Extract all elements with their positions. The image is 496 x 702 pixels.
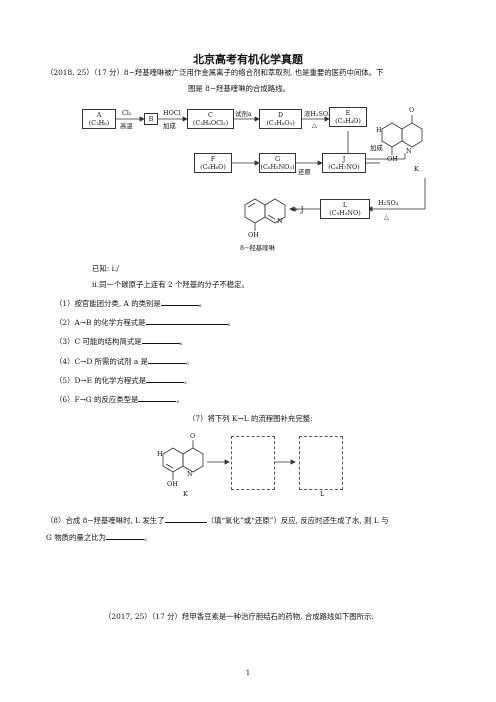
k-to-l-flow: O H OH N [155, 432, 345, 502]
k-structure-drawing [162, 440, 296, 480]
question-7: （7）将下列 K→L 的流程图补充完整: [188, 414, 313, 423]
k-flow-n-label: N [187, 470, 193, 478]
k-flow-o-label: O [190, 432, 196, 440]
product-n-label: N [277, 217, 283, 225]
cond-delta-2: △ [384, 213, 389, 221]
product-oh-label: OH [248, 231, 259, 239]
cond-cl2: Cl₂ [122, 109, 132, 117]
intro-line-2: 图是 8−羟基喹啉的合成路线。 [188, 84, 290, 93]
answer-blank-4[interactable] [148, 355, 187, 364]
cond-add-2: 加成 [370, 144, 383, 152]
cond-reduce: 还原 [298, 168, 311, 176]
answer-blank-8a[interactable] [164, 514, 207, 523]
product-name: 8−羟基喹啉 [240, 244, 275, 252]
question-3: （3）C 可能的结构简式是。 [55, 335, 188, 346]
question-4: （4）C→D 所需的试剂 a 是。 [55, 355, 194, 366]
k-h-label: H [376, 126, 382, 134]
k-n-label: N [406, 147, 412, 155]
k-flow-oh-label: OH [167, 480, 178, 488]
known-2: ii.同一个碳原子上连有 2 个羟基的分子不稳定。 [92, 280, 249, 289]
answer-blank-2[interactable] [145, 316, 228, 325]
known-1: 已知: i./ [92, 264, 119, 273]
answer-blank-1[interactable] [160, 297, 199, 306]
compound-c: C(C₃H₆OCl₂) [187, 109, 234, 129]
compound-d: D(C₃H₈O₃) [259, 109, 302, 129]
cond-add-1: 加成 [163, 122, 176, 130]
question-8-line-2: G 物质的量之比为。 [46, 531, 152, 542]
compound-e: E(C₃H₄O) [329, 107, 367, 127]
question-1: （1）按官能团分类, A 的类别是。 [55, 297, 207, 308]
flow-blank-box-1[interactable] [231, 436, 275, 490]
cond-delta-1: △ [312, 121, 317, 129]
compound-g: G(C₆H₅NO₃) [259, 153, 296, 173]
compound-l: L(C₉H₉NO) [320, 199, 370, 219]
synthesis-scheme: A(C₃H₆) Cl₂ 高温 B HOCl 加成 C(C₃H₆OCl₂) 试剂a… [80, 103, 440, 258]
page-number: 1 [245, 669, 251, 677]
flow-k-caption: K [183, 490, 188, 498]
intro-line-1: （2018, 25）（17 分）8−羟基喹啉被广泛用作金属离子的络合剂和萃取剂,… [46, 68, 384, 77]
answer-blank-6[interactable] [138, 393, 177, 402]
compound-k-label: K [414, 165, 419, 173]
cond-h2so4-1: 浓H₂SO₄ [304, 110, 331, 118]
answer-blank-8b[interactable] [106, 531, 144, 540]
k-flow-h-label: H [157, 450, 163, 458]
cond-reagent-a: 试剂a [235, 110, 252, 118]
plus-j: + J [292, 205, 304, 214]
cond-hocl: HOCl [163, 109, 181, 117]
question-8-line-1: （8）合成 8−羟基喹啉时, L 发生了（填“氧化”或“还原”）反应, 反应时还… [46, 514, 389, 525]
flow-l-caption: L [320, 490, 325, 498]
answer-blank-5[interactable] [146, 374, 185, 383]
k-oh-label: OH [387, 155, 398, 163]
question-5: （5）D→E 的化学方程式是。 [55, 374, 192, 385]
question-2: （2）A→B 的化学方程式是。 [55, 316, 235, 327]
cond-heat: 高温 [120, 122, 133, 130]
compound-j: J(C₆H₇NO) [322, 153, 366, 173]
cond-h2so4-2: H₂SO₄ [378, 199, 399, 207]
compound-b: B [144, 113, 158, 125]
answer-blank-3[interactable] [141, 335, 180, 344]
k-oxygen-label: O [409, 106, 415, 114]
scheme-arrows [116, 115, 426, 231]
question-6: （6）F→G 的反应类型是。 [55, 393, 184, 404]
page-title: 北京高考有机化学真题 [193, 53, 303, 66]
compound-f: F(C₆H₆O) [194, 153, 232, 173]
flow-blank-box-2[interactable] [299, 436, 343, 490]
next-problem-intro: （2017, 25）（17 分）羟甲香豆素是一种治疗胆结石的药物, 合成路线如下… [104, 612, 374, 621]
compound-a: A(C₃H₆) [82, 109, 116, 129]
